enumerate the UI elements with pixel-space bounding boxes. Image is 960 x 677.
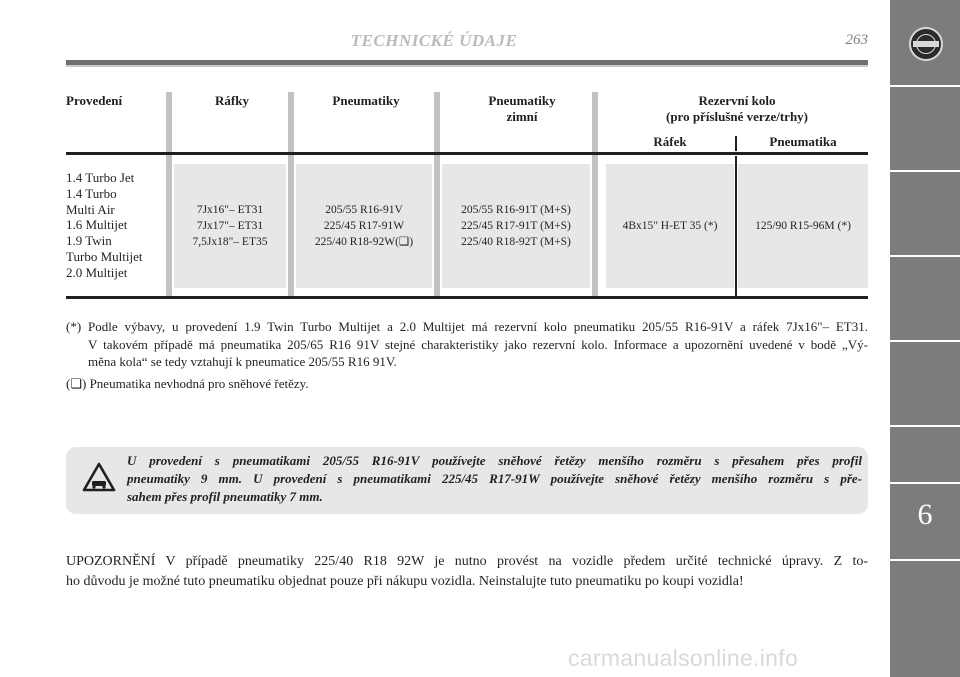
- notice-line2: ho důvodu je možné tuto pneumatiku objed…: [66, 574, 744, 589]
- side-tab-divider: [890, 170, 960, 172]
- rim-item: 7Jx17"– ET31: [196, 220, 264, 232]
- tyre-item: 205/55 R16-91V: [325, 204, 403, 216]
- winter-tyre-item: 225/45 R17-91T (M+S): [461, 220, 571, 232]
- rims-cell: 7Jx16"– ET31 7Jx17"– ET31 7,5Jx18"– ET35: [174, 164, 286, 288]
- column-divider: [592, 92, 598, 298]
- model-item: Turbo Multijet: [66, 248, 143, 264]
- table-bottom-rule: [66, 296, 868, 299]
- tyre-item: 225/45 R17-91W: [323, 220, 405, 232]
- tyres-cell: 205/55 R16-91V 225/45 R17-91W 225/40 R18…: [296, 164, 432, 288]
- winter-tyre-item: 225/40 R18-92T (M+S): [461, 236, 571, 248]
- footnote-star: (*) Podle výbavy, u provedení 1.9 Twin T…: [66, 318, 868, 371]
- spare-tyre-cell: 125/90 R15-96M (*): [738, 164, 868, 288]
- footnote-star-line1: (*) Podle výbavy, u provedení 1.9 Twin T…: [66, 319, 868, 334]
- rim-item: 7,5Jx18"– ET35: [192, 236, 268, 248]
- table-header-rule: [66, 152, 868, 155]
- model-item: 1.9 Twin: [66, 233, 112, 249]
- col-header-spare: Rezervní kolo (pro příslušné verze/trhy): [606, 93, 868, 125]
- header-rule-light: [66, 65, 868, 67]
- page-number: 263: [845, 32, 869, 48]
- col-header-tyres: Pneumatiky: [332, 93, 400, 108]
- footnote-box: (❏) Pneumatika nevhodná pro sněhové řetě…: [66, 376, 309, 391]
- winter-tyre-item: 205/55 R16-91T (M+S): [461, 204, 571, 216]
- footnote-star-line2: V takovém případě má pneumatika 205/65 R…: [88, 336, 868, 352]
- logo-band: [913, 41, 939, 47]
- warning-line2: pneumatiky 9 mm. U provedení s pneumatik…: [127, 471, 862, 486]
- column-divider: [288, 92, 294, 298]
- col-header-spare-rim: Ráfek: [653, 134, 687, 149]
- watermark: carmanualsonline.info: [568, 645, 799, 671]
- col-header-spare-line1: Rezervní kolo: [698, 93, 776, 108]
- model-item: Multi Air: [66, 201, 115, 217]
- brand-logo-icon: [909, 27, 943, 61]
- side-tab-divider: [890, 85, 960, 87]
- warning-line1: U provedení s pneumatikami 205/55 R16-91…: [127, 453, 862, 468]
- column-divider: [166, 92, 172, 298]
- model-item: 1.6 Multijet: [66, 217, 128, 233]
- warning-box: [66, 447, 868, 514]
- model-item: 1.4 Turbo: [66, 185, 117, 201]
- col-header-spare-line2: (pro příslušné verze/trhy): [665, 109, 809, 124]
- side-tab-divider: [890, 482, 960, 484]
- rim-item: 7Jx16"– ET31: [196, 204, 264, 216]
- model-item: 2.0 Multijet: [66, 264, 128, 280]
- warning-line3: sahem přes profil pneumatiky 7 mm.: [127, 489, 323, 504]
- notice-paragraph: UPOZORNĚNÍ V případě pneumatiky 225/40 R…: [66, 552, 868, 592]
- col-header-winter-line2: zimní: [506, 109, 538, 124]
- side-tab-divider: [890, 340, 960, 342]
- chapter-number[interactable]: 6: [917, 498, 933, 531]
- model-item: 1.4 Turbo Jet: [66, 170, 135, 185]
- col-header-winter: Pneumatiky zimní: [442, 93, 602, 125]
- spare-rim-value: 4Bx15" H-ET 35 (*): [622, 220, 718, 232]
- warning-text: U provedení s pneumatikami 205/55 R16-91…: [127, 452, 862, 506]
- column-divider: [434, 92, 440, 298]
- col-header-winter-line1: Pneumatiky: [488, 93, 556, 108]
- spare-subheader-divider: [735, 136, 737, 151]
- chapter-side-tab: [890, 0, 960, 677]
- tyre-item: 225/40 R18-92W(❏): [314, 236, 414, 248]
- spare-rim-cell: 4Bx15" H-ET 35 (*): [606, 164, 734, 288]
- model-list: 1.4 Turbo Jet 1.4 Turbo Multi Air 1.6 Mu…: [66, 170, 142, 281]
- header-rule: [66, 60, 868, 65]
- notice-line1: UPOZORNĚNÍ V případě pneumatiky 225/40 R…: [66, 554, 868, 569]
- spare-column-divider: [735, 156, 737, 296]
- side-tab-divider: [890, 425, 960, 427]
- winter-tyres-cell: 205/55 R16-91T (M+S) 225/45 R17-91T (M+S…: [442, 164, 590, 288]
- footnote-star-line3: měna kola“ se tedy vztahují k pneumatice…: [88, 354, 397, 369]
- side-tab-divider: [890, 255, 960, 257]
- spare-tyre-value: 125/90 R15-96M (*): [755, 220, 851, 232]
- col-header-rims: Ráfky: [215, 93, 249, 108]
- col-header-model: Provedení: [66, 93, 123, 108]
- warning-triangle-icon: [82, 462, 116, 492]
- col-header-spare-tyre: Pneumatika: [769, 134, 837, 149]
- side-tab-divider: [890, 559, 960, 561]
- page-title: TECHNICKÉ ÚDAJE: [350, 31, 518, 50]
